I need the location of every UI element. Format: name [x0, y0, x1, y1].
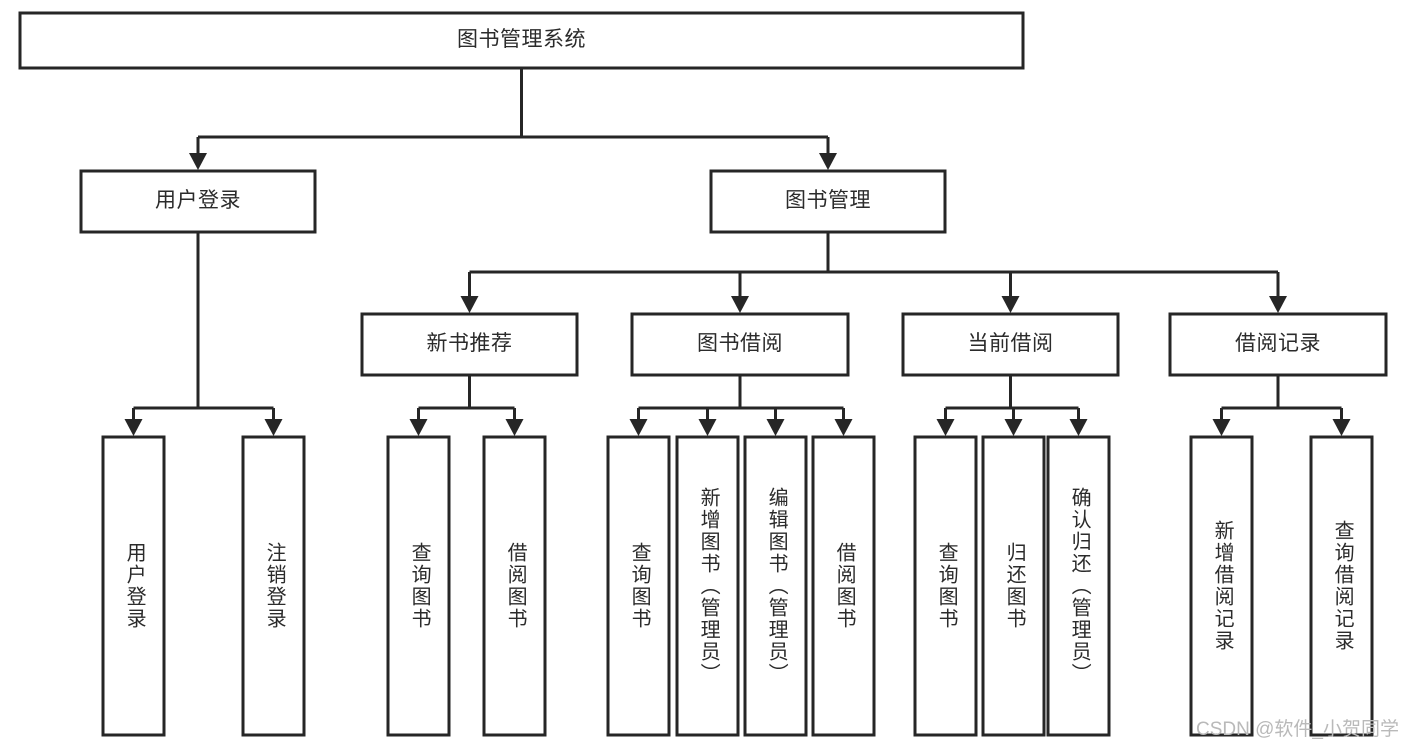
node-box-leaf-add-record[interactable] [1189, 435, 1254, 737]
node-box-leaf-borrow-book-1[interactable] [482, 435, 547, 737]
node-box-book-borrow[interactable] [630, 312, 850, 377]
node-box-leaf-add-book[interactable] [675, 435, 740, 737]
node-box-leaf-user-logout[interactable] [241, 435, 306, 737]
node-box-leaf-edit-book[interactable] [743, 435, 808, 737]
node-box-leaf-query-book-2[interactable] [606, 435, 671, 737]
node-box-leaf-borrow-book-2[interactable] [811, 435, 876, 737]
node-box-leaf-return-book[interactable] [981, 435, 1046, 737]
node-box-user-login[interactable] [79, 169, 317, 234]
node-box-current-borrow[interactable] [901, 312, 1120, 377]
node-box-leaf-user-login[interactable] [101, 435, 166, 737]
node-box-leaf-confirm-return[interactable] [1046, 435, 1111, 737]
node-box-book-manage[interactable] [709, 169, 947, 234]
node-layer [18, 11, 1388, 737]
node-box-leaf-query-book-3[interactable] [913, 435, 978, 737]
node-box-root[interactable] [18, 11, 1025, 70]
node-box-leaf-query-book-1[interactable] [386, 435, 451, 737]
edge-layer [124, 68, 1351, 436]
node-box-borrow-record[interactable] [1168, 312, 1388, 377]
node-box-new-book-rec[interactable] [360, 312, 579, 377]
node-box-leaf-query-record[interactable] [1309, 435, 1374, 737]
